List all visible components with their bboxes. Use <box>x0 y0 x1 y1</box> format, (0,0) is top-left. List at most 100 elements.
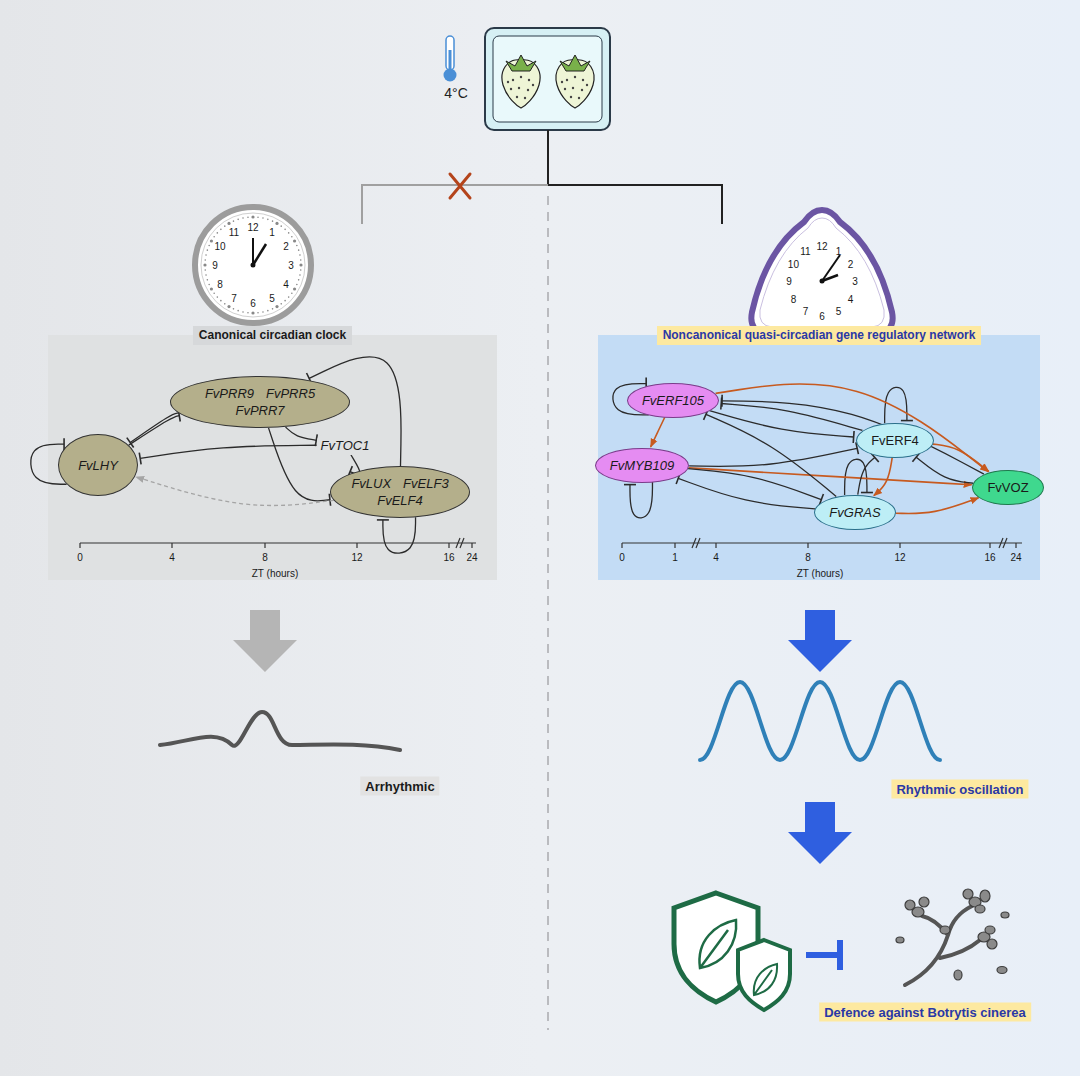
clock-tick <box>247 216 249 218</box>
clock-tick <box>288 232 290 234</box>
gene-node: FvMYB109 <box>595 448 689 483</box>
clock-tick <box>257 312 259 314</box>
inhibition-connector <box>710 411 854 437</box>
clock-tick <box>242 217 244 219</box>
clock-tick <box>237 219 239 221</box>
temperature-label: 4°C <box>444 85 468 101</box>
inhibition-symbol <box>806 940 840 970</box>
clock-tick <box>275 305 278 308</box>
clock-tick <box>272 308 274 310</box>
inhibition-connector <box>858 457 875 494</box>
result-label: Rhythmic oscillation <box>891 780 1028 799</box>
clock-tick <box>267 219 269 221</box>
inhibition-connector <box>286 427 317 440</box>
clock-tick <box>296 245 298 247</box>
axis-tick-label: 16 <box>984 552 995 563</box>
clock-tick <box>227 305 230 308</box>
clock-numeral: 1 <box>269 227 275 238</box>
gene-node: FvVOZ <box>972 470 1043 505</box>
down-arrow <box>233 610 297 672</box>
gene-label: FvELF4 <box>377 493 423 508</box>
network-panel: Canonical circadian clockFvPRR9FvPRR5FvP… <box>48 335 497 580</box>
inhibition-connector <box>885 387 907 423</box>
axis-tick-label: 16 <box>443 552 454 563</box>
inhibition-connector <box>916 457 973 483</box>
clock-tick <box>284 229 286 231</box>
gene-node: FvERF4 <box>856 423 934 458</box>
axis-tick-label: 12 <box>894 552 905 563</box>
clock-numeral: 3 <box>852 276 858 287</box>
clock-tick <box>205 274 207 276</box>
clock-tick <box>280 303 282 305</box>
clock-tick <box>262 311 264 313</box>
activation-connector <box>651 417 665 447</box>
clock-tick <box>205 254 207 256</box>
clock-tick <box>224 303 226 305</box>
activation-connector <box>689 468 972 485</box>
gene-node: FvLHY <box>58 434 138 496</box>
panel-background <box>598 335 1040 580</box>
clock-tick <box>242 311 244 313</box>
gene-node: FvERF105 <box>627 383 719 418</box>
clock-numeral: 11 <box>229 227 239 238</box>
clock-tick <box>208 245 210 247</box>
clock-tick <box>272 220 274 222</box>
clock-tick <box>220 300 222 302</box>
axis-tick-label: 24 <box>466 552 477 563</box>
clock-tick <box>251 215 254 218</box>
clock-numeral: 11 <box>800 245 810 256</box>
clock-tick <box>299 263 302 266</box>
inhibition-connector <box>129 416 180 446</box>
clock-tick <box>291 236 293 238</box>
cross-mark <box>450 174 470 198</box>
activation-connector <box>933 444 989 471</box>
clock-tick <box>213 292 215 294</box>
inhibition-connector <box>130 413 178 443</box>
inhibition-connector <box>630 482 652 518</box>
clock-tick <box>237 310 239 312</box>
clock-tick <box>280 225 282 227</box>
clock-tick <box>233 220 235 222</box>
clock-tick <box>284 300 286 302</box>
gene-label: FvPRR7 <box>235 403 284 418</box>
clock-numeral: 9 <box>786 276 792 287</box>
clock-tick <box>207 249 209 251</box>
clock-tick <box>208 284 210 286</box>
clock-numeral: 8 <box>217 279 223 290</box>
clock-tick <box>213 236 215 238</box>
gene-label: FvLHY <box>78 458 118 473</box>
axis-tick-label: 8 <box>805 552 811 563</box>
activation-connector <box>716 384 989 472</box>
clock-tick <box>217 232 219 234</box>
rhythmic-wave <box>700 682 940 760</box>
clock-numeral: 5 <box>836 306 842 317</box>
panel-heading: Noncanonical quasi-circadian gene regula… <box>657 326 982 345</box>
clock-numeral: 6 <box>819 311 825 322</box>
clock-tick <box>293 239 296 242</box>
activation-connector <box>896 498 979 514</box>
distorted-clock-icon <box>751 210 892 334</box>
time-axis <box>80 538 1022 548</box>
inhibition-connector <box>688 469 821 500</box>
clock-tick <box>296 284 298 286</box>
axis-title: ZT (hours) <box>252 568 299 579</box>
clock-numeral: 3 <box>288 260 294 271</box>
clock-tick <box>275 222 278 225</box>
clock-tick <box>300 259 302 261</box>
clock-tick <box>247 312 249 314</box>
clock-numeral: 12 <box>247 222 258 233</box>
clock-numeral: 2 <box>848 258 854 269</box>
clock-numeral: 1 <box>836 245 842 256</box>
clock-numeral: 9 <box>212 260 218 271</box>
axis-tick-label: 8 <box>262 552 268 563</box>
clock-tick <box>293 287 296 290</box>
arrhythmic-wave <box>160 712 400 750</box>
inhibition-connector <box>706 414 836 496</box>
inhibition-connector <box>140 445 316 458</box>
strawberry-box <box>485 28 610 130</box>
inhibition-connector <box>721 403 862 430</box>
gene-label: FvMYB109 <box>610 458 674 473</box>
branch-lines <box>362 130 722 224</box>
